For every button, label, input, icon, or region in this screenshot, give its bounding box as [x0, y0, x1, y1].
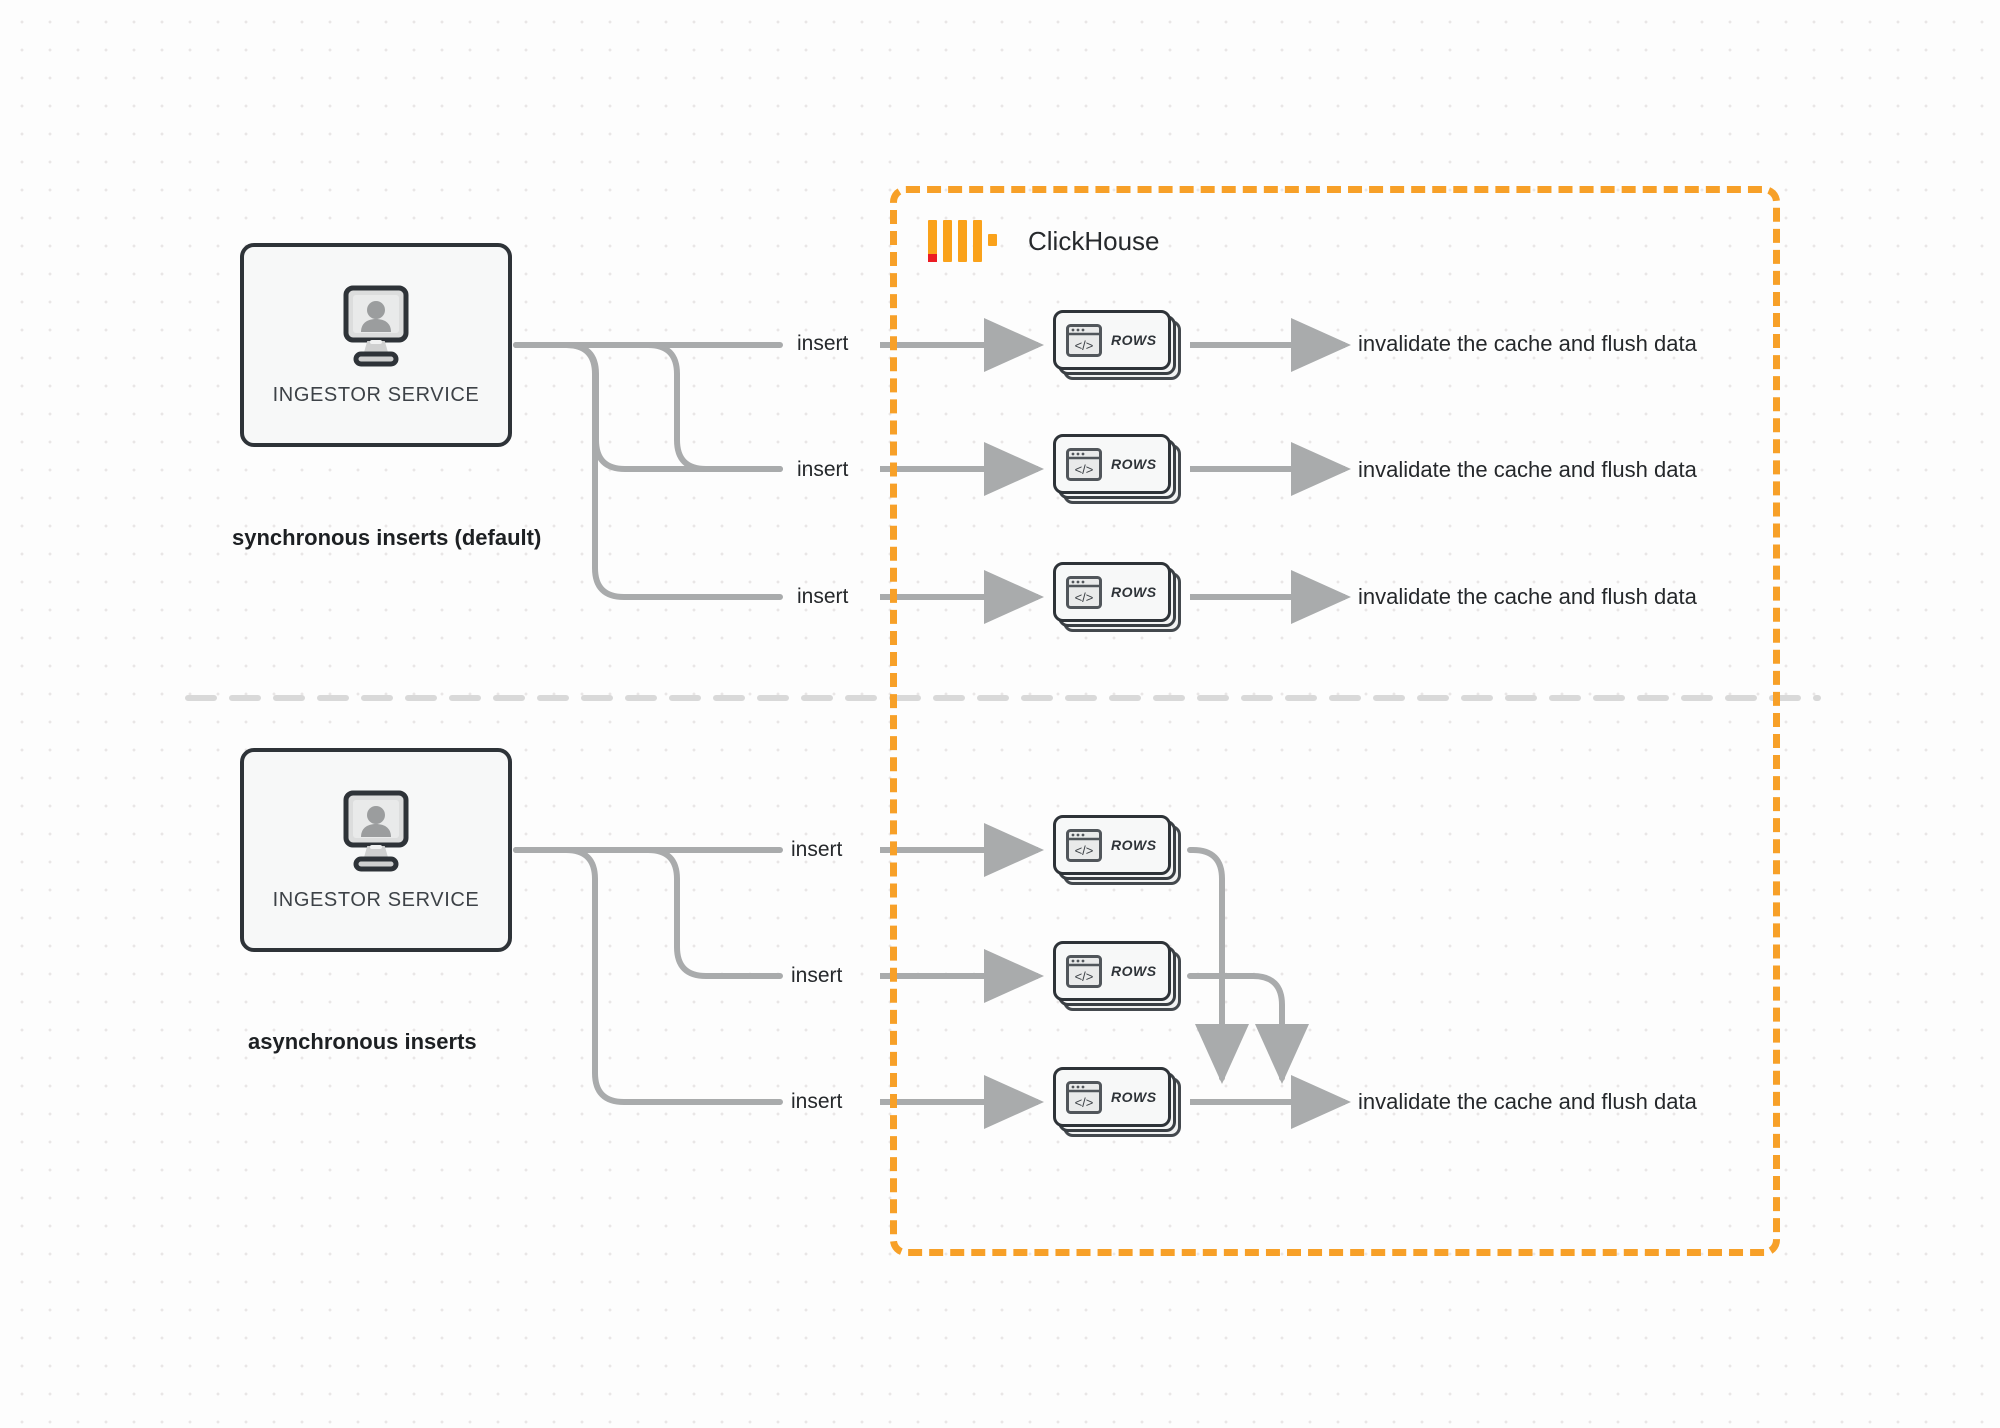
insert-label-sync-1: insert: [797, 332, 849, 355]
rows-card-async-3[interactable]: </> ROWS: [1053, 1067, 1181, 1137]
rows-card-sync-1[interactable]: </> ROWS: [1053, 310, 1181, 380]
rows-card-label: ROWS: [1111, 837, 1157, 853]
insert-label-async-2: insert: [791, 964, 843, 987]
caption-synchronous: synchronous inserts (default): [232, 525, 542, 550]
insert-label-async-1: insert: [791, 838, 843, 861]
code-window-icon: </>: [1066, 575, 1102, 609]
sync-result-arrows: [1190, 318, 1351, 624]
result-label-async-merged: invalidate the cache and flush data: [1358, 1089, 1697, 1114]
svg-text:</>: </>: [1075, 969, 1094, 984]
insert-label-sync-3: insert: [797, 585, 849, 608]
svg-text:</>: </>: [1075, 590, 1094, 605]
code-window-icon: </>: [1066, 323, 1102, 357]
clickhouse-logo-icon: [928, 220, 997, 262]
clickhouse-brand: ClickHouse: [928, 220, 1160, 262]
code-window-icon: </>: [1066, 447, 1102, 481]
insert-label-sync-2: insert: [797, 458, 849, 481]
rows-card-label: ROWS: [1111, 456, 1157, 472]
rows-card-front: </> ROWS: [1053, 310, 1171, 370]
rows-card-async-1[interactable]: </> ROWS: [1053, 815, 1181, 885]
svg-text:</>: </>: [1075, 1095, 1094, 1110]
rows-card-front: </> ROWS: [1053, 1067, 1171, 1127]
sync-insert-arrows: [880, 318, 1044, 624]
result-label-sync-1: invalidate the cache and flush data: [1358, 331, 1697, 356]
rows-card-label: ROWS: [1111, 584, 1157, 600]
ingestor-service-label: INGESTOR SERVICE: [272, 888, 480, 911]
result-label-sync-2: invalidate the cache and flush data: [1358, 457, 1697, 482]
rows-card-sync-3[interactable]: </> ROWS: [1053, 562, 1181, 632]
svg-text:</>: </>: [1075, 338, 1094, 353]
result-label-sync-3: invalidate the cache and flush data: [1358, 584, 1697, 609]
ingestor-service-async[interactable]: INGESTOR SERVICE: [240, 748, 512, 952]
async-fanout: [513, 847, 783, 1105]
ingestor-service-label: INGESTOR SERVICE: [272, 383, 480, 406]
insert-label-async-3: insert: [791, 1090, 843, 1113]
rows-card-label: ROWS: [1111, 963, 1157, 979]
rows-card-async-2[interactable]: </> ROWS: [1053, 941, 1181, 1011]
rows-card-label: ROWS: [1111, 332, 1157, 348]
ingestor-service-sync[interactable]: INGESTOR SERVICE: [240, 243, 512, 447]
svg-text:</>: </>: [1075, 462, 1094, 477]
code-window-icon: </>: [1066, 828, 1102, 862]
clickhouse-name: ClickHouse: [1028, 225, 1160, 256]
monitor-user-icon: [328, 284, 424, 378]
svg-text:</>: </>: [1075, 843, 1094, 858]
sync-fanout-branch2: [593, 342, 783, 472]
rows-card-sync-2[interactable]: </> ROWS: [1053, 434, 1181, 504]
rows-card-front: </> ROWS: [1053, 941, 1171, 1001]
code-window-icon: </>: [1066, 954, 1102, 988]
monitor-user-icon: [328, 789, 424, 883]
async-merge-paths: [1187, 847, 1309, 1084]
caption-asynchronous: asynchronous inserts: [248, 1029, 477, 1054]
code-window-icon: </>: [1066, 1080, 1102, 1114]
async-insert-arrows: [880, 823, 1044, 1129]
rows-card-label: ROWS: [1111, 1089, 1157, 1105]
rows-card-front: </> ROWS: [1053, 562, 1171, 622]
rows-card-front: </> ROWS: [1053, 815, 1171, 875]
rows-card-front: </> ROWS: [1053, 434, 1171, 494]
